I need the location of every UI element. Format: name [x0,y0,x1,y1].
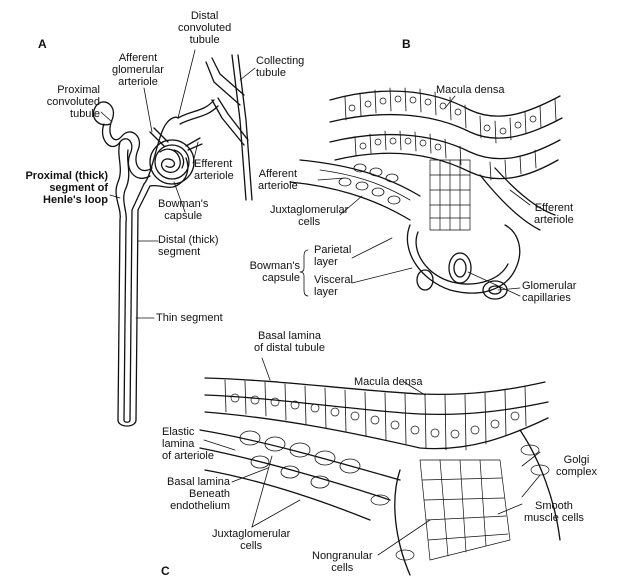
label-macula-densa-c: Macula densa [354,376,423,388]
label-golgi-complex: Golgi complex [556,454,597,478]
label-collecting-tubule: Collecting tubule [256,55,305,79]
jga-drawing [289,87,563,300]
henle-descending-limb [117,219,121,421]
label-juxtaglomerular-cells-c: Juxtaglomerular cells [212,528,291,552]
afferent-arteriole [289,181,411,221]
label-bowmans-capsule-b: Bowman's capsule [249,260,300,284]
nephron-drawing [92,54,253,427]
capillary-loop [448,252,472,284]
collecting-tubule [231,54,247,201]
label-thin-segment: Thin segment [156,312,223,324]
enlarged-jga-drawing [199,377,561,576]
label-distal-thick-segment: Distal (thick) segment [158,234,219,258]
label-proximal-convoluted-tubule: Proximal convoluted tubule [46,84,100,120]
jg-cells [338,163,401,205]
bowmans-capsule-shape [149,139,195,185]
afferent-arteriole-shape [149,131,165,147]
label-distal-convoluted-tubule: Distal convoluted tubule [178,10,232,46]
panel-label-a: A [38,37,47,51]
label-parietal-layer: Parietal layer [314,244,352,268]
panel-label-c: C [161,564,170,578]
label-visceral-layer: Visceral layer [314,274,353,298]
label-nongranular-cells: Nongranular cells [312,550,373,574]
label-juxtaglomerular-cells-b: Juxtaglomerular cells [270,204,349,228]
arteriole-wall [199,429,401,481]
jg-cells-enlarged [239,430,361,489]
label-afferent-glomerular-arteriole: Afferent glomerular arteriole [112,52,164,88]
label-efferent-arteriole-b: Efferent arteriole [534,202,574,226]
label-glomerular-capillaries: Glomerular capillaries [522,280,577,304]
label-macula-densa-b: Macula densa [436,84,505,96]
label-efferent-arteriole-a: Efferent arteriole [194,158,234,182]
label-basal-lamina-endothelium: Basal lamina Beneath endothelium [167,476,230,512]
label-afferent-arteriole-b: Afferent arteriole [258,168,298,192]
label-smooth-muscle-cells: Smooth muscle cells [524,500,584,524]
panel-label-b: B [402,37,411,51]
label-elastic-lamina: Elastic lamina of arteriole [162,426,214,462]
efferent-arteriole [479,174,541,231]
label-bowmans-capsule-a: Bowman's capsule [158,198,209,222]
label-proximal-thick-segment: Proximal (thick) segment of Henle's loop [25,170,108,206]
label-basal-lamina-distal-tubule: Basal lamina of distal tubule [254,330,325,354]
distal-tubule-wall [204,377,546,396]
henle-ascending-limb [135,185,151,421]
